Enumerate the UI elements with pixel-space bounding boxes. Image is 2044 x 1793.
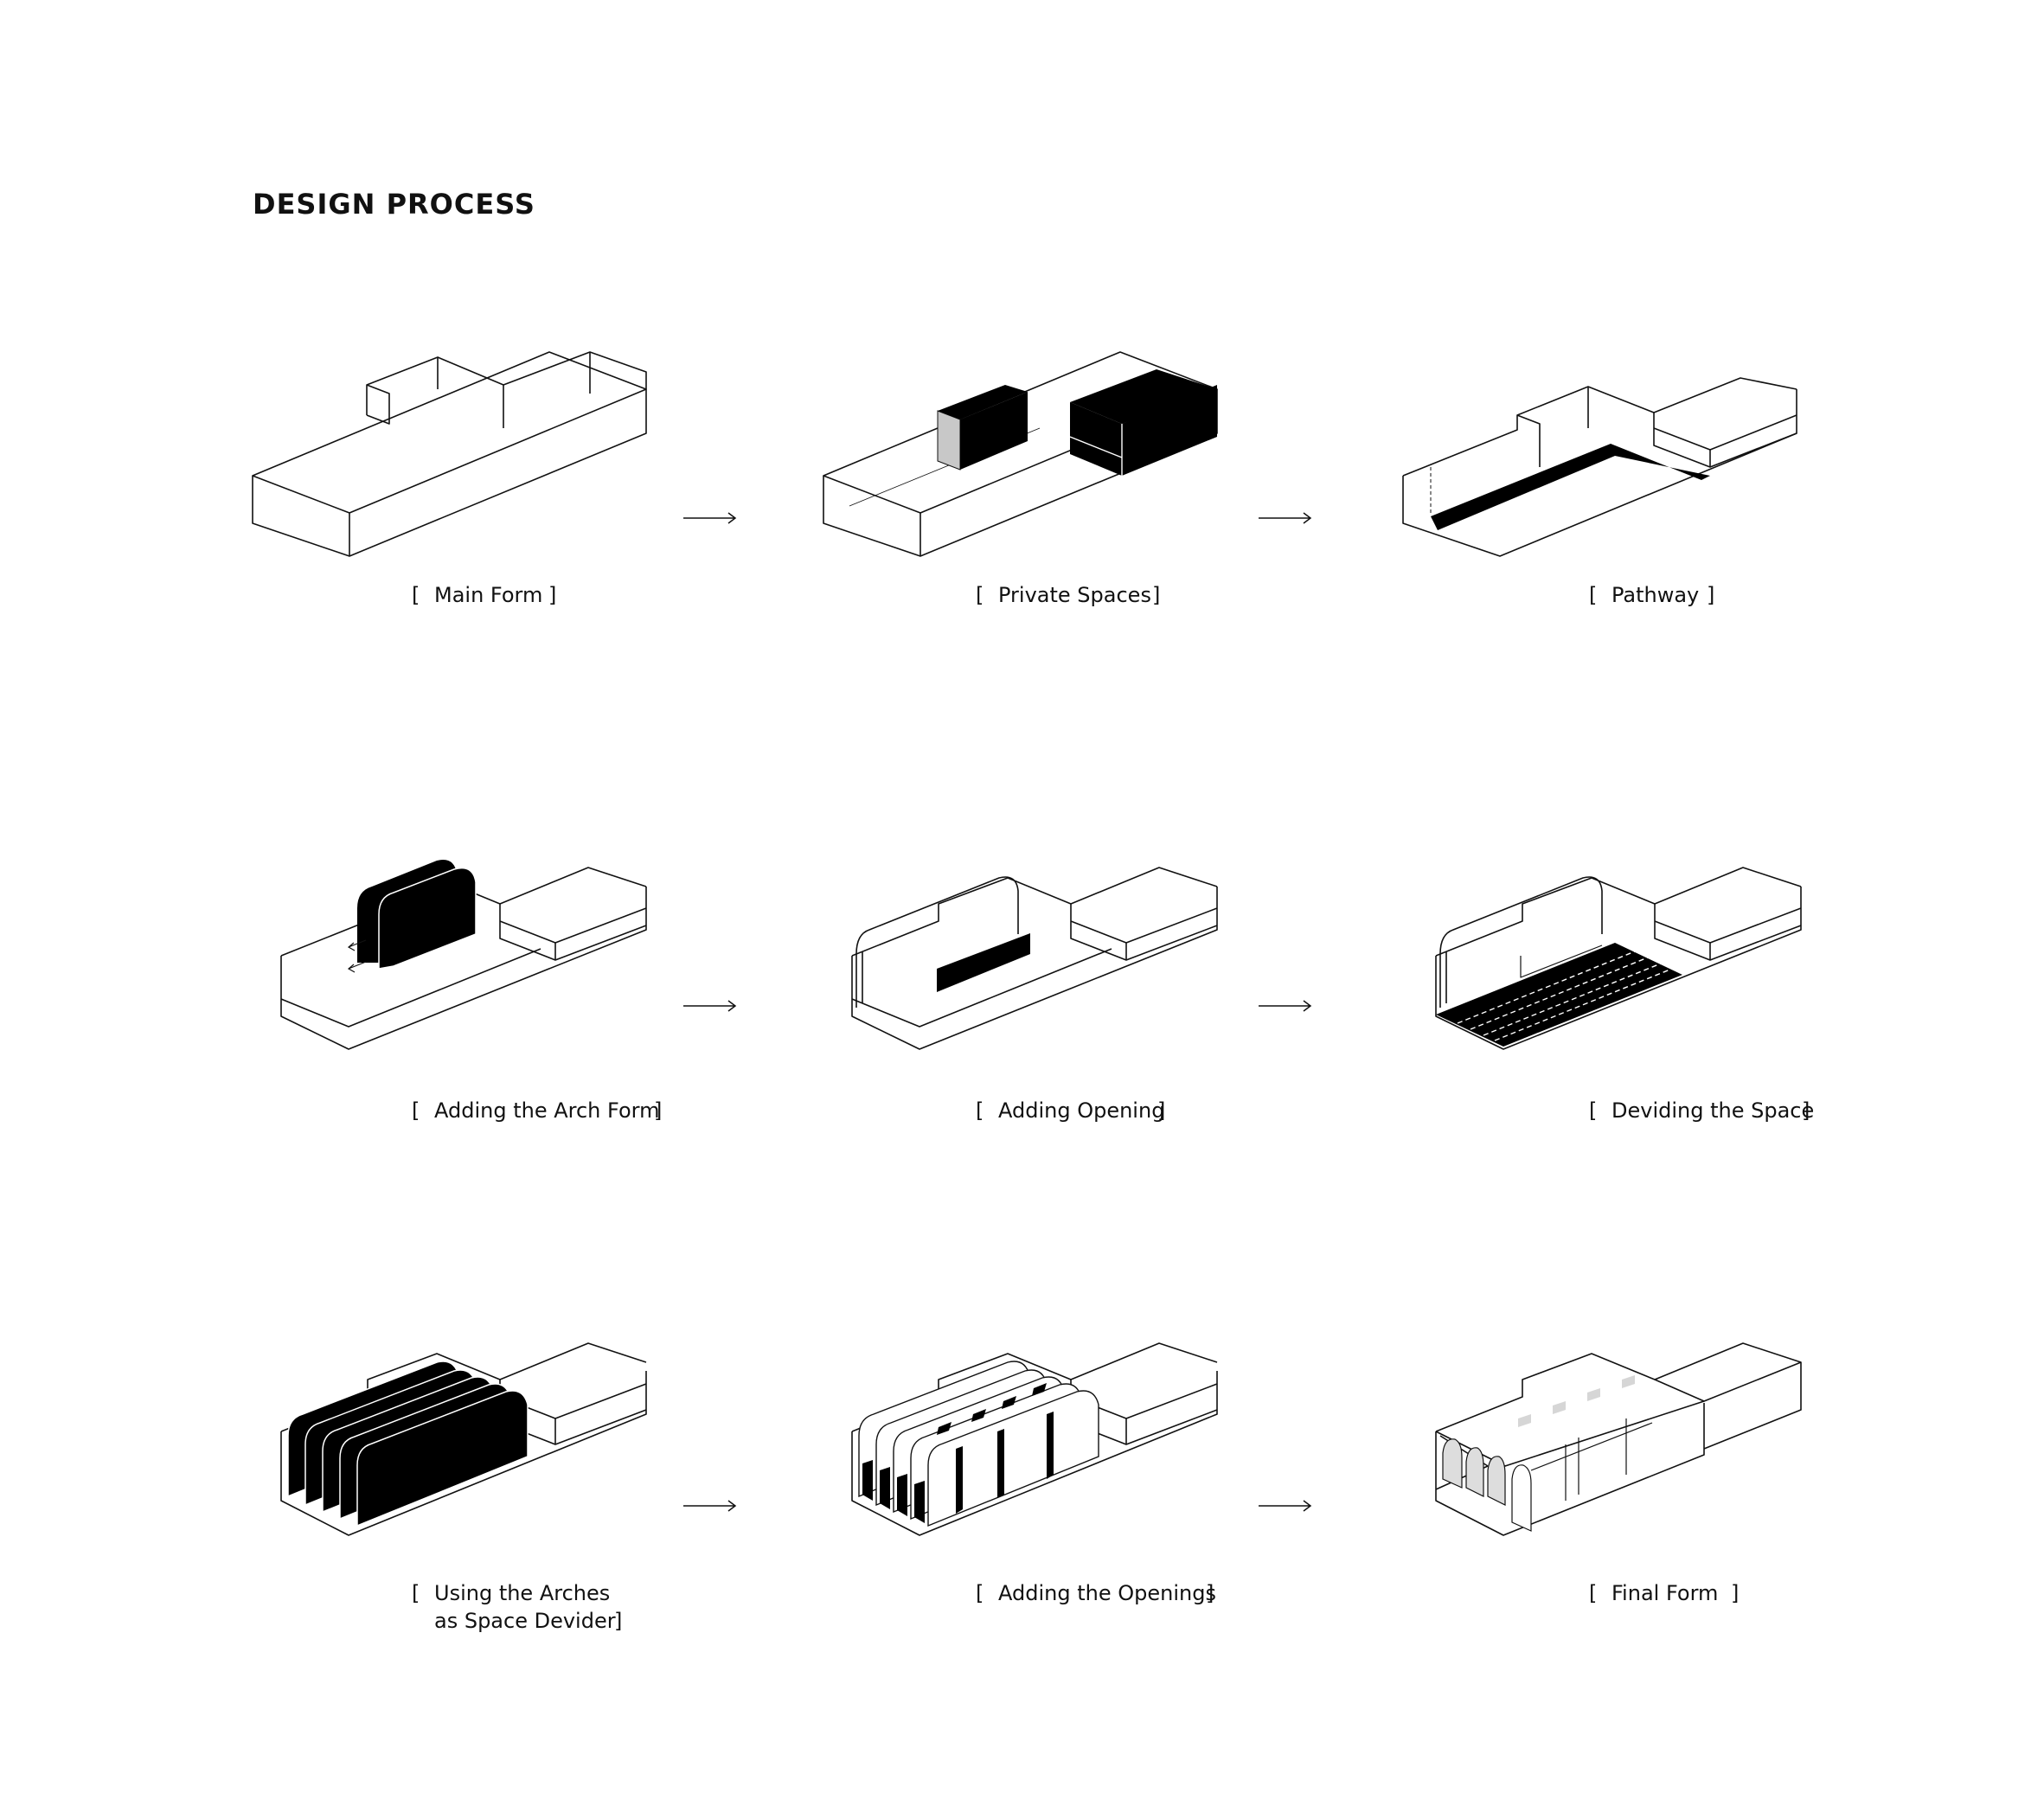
caption-label: Using the Arches <box>434 1581 611 1605</box>
model-final-form <box>1435 1342 1802 1536</box>
arrow-right-icon <box>1259 512 1312 524</box>
arrow-right-icon <box>1259 1000 1312 1012</box>
model-dividing-the-space <box>1435 867 1802 1050</box>
caption-label: Adding Opening <box>998 1098 1165 1123</box>
arrow-right-icon <box>683 1000 737 1012</box>
model-pathway <box>1402 377 1797 557</box>
arrow-right-icon <box>683 512 737 524</box>
caption-label: Adding the Arch Form <box>434 1098 660 1123</box>
model-private-spaces <box>823 351 1218 557</box>
model-adding-arch-form <box>280 860 647 1050</box>
arrow-right-icon <box>683 1500 737 1512</box>
caption-label: Final Form <box>1611 1581 1719 1605</box>
page-title: DESIGN PROCESS <box>253 188 535 221</box>
caption-label: Pathway <box>1611 583 1700 607</box>
model-adding-opening <box>851 867 1218 1050</box>
model-adding-the-openings <box>851 1342 1218 1536</box>
caption-label: Deviding the Space <box>1611 1098 1815 1123</box>
model-arches-space-divider <box>280 1342 647 1536</box>
caption-label-line2: as Space Devider <box>434 1609 616 1633</box>
model-main-form <box>252 351 647 557</box>
caption-label: Main Form <box>434 583 543 607</box>
caption-label: Private Spaces <box>998 583 1151 607</box>
arrow-right-icon <box>1259 1500 1312 1512</box>
caption-label: Adding the Openings <box>998 1581 1216 1605</box>
